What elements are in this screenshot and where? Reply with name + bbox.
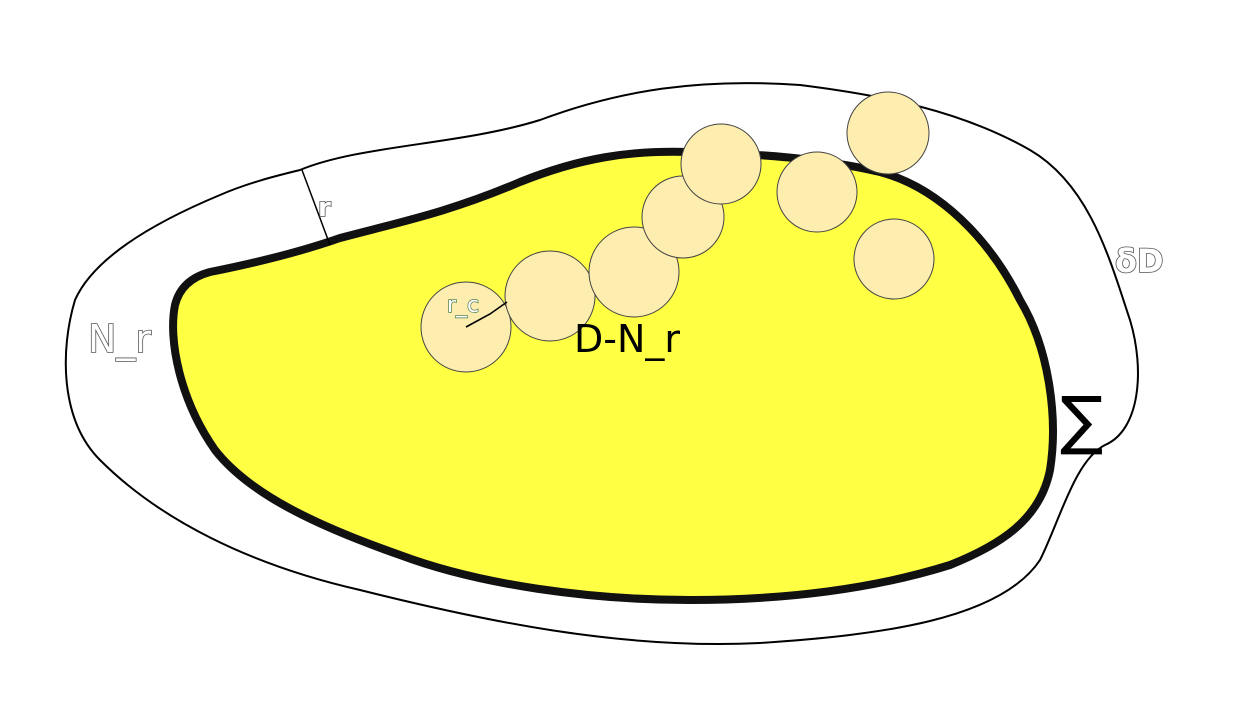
disk-8 [853,218,935,300]
label-d-minus-n-r: D-N_r [574,317,680,361]
inner-region [169,147,1057,604]
label-n-r: N_r [88,317,151,361]
radius-rc-segment [465,301,508,328]
disk-6 [776,151,858,233]
disk-7 [846,91,930,175]
label-sigma: ∑ [1060,384,1103,458]
label-r-c: r_c [447,293,479,318]
disk-2 [504,250,596,342]
disk-chain [420,91,935,373]
disk-3 [588,226,680,318]
label-r: r [318,193,331,223]
radius-r-segment [301,169,331,246]
disk-5 [680,123,762,205]
label-delta-d: δD [1115,242,1164,280]
